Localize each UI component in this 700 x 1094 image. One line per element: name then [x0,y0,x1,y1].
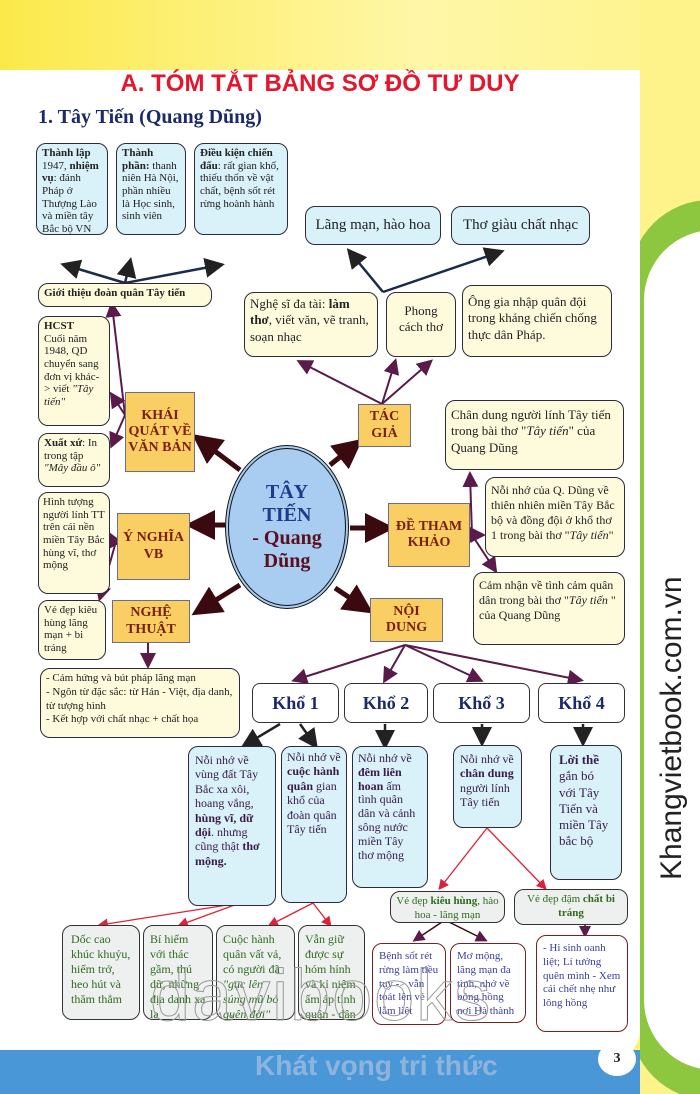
side-decoration [640,0,700,1094]
detail-sacrifice: - Hi sinh oanh liệt; Lí tưởng quên mình … [536,935,628,1032]
stanza-4: Khổ 4 [538,683,625,723]
founding-box: Thành lập 1947, nhiệm vụ: đánh Pháp ở Th… [36,143,108,235]
header-background [0,0,700,70]
list-item: - Kết hợp với chất nhạc + chất họa [46,713,199,726]
branch-art: NGHỆ THUẬT [112,600,190,643]
style-romantic: Lãng mạn, hào hoa [305,206,441,245]
section-title: 1. Tây Tiến (Quang Dũng) [38,106,262,128]
composition-box: Thành phần: thanh niên Hà Nội, phần nhiề… [116,143,186,235]
detail-dreamy: Mơ mộng, lãng mạn đa tình, nhớ về bóng h… [450,943,526,1023]
artist-box: Nghệ sĩ đa tài: làm thơ, viết văn, vẽ tr… [244,292,378,357]
watermark: davibooks [149,956,493,1037]
essay-topic-2: Nỗi nhớ của Q. Dũng về thiên nhiên miền … [485,477,625,557]
detail-march: Cuộc hành quân vất vả, có người đã "gục … [216,925,295,1021]
heroic-beauty-box: Vẻ đẹp kiêu hùng, hào hoa - lãng mạn [390,891,505,923]
detail-humor: Vẫn giữ được sự hóm hỉnh và kỉ niệm ấm á… [298,925,365,1021]
intro-box: Giới thiệu đoàn quân Tây tiến [38,283,212,307]
stanza4-box: Lời thề gắn bó với Tây Tiến và miền Tây … [550,745,622,880]
branch-author: TÁC GIẢ [358,404,411,447]
stanza2-box: Nỗi nhớ về đêm liên hoan ấm tình quân dâ… [352,746,428,888]
origin-box: Xuất xứ: In trong tập "Mây đầu ô" [38,433,110,487]
army-box: Ông gia nhập quân đội trong kháng chiến … [462,285,612,357]
branch-reference: ĐỀ THAM KHẢO [388,503,470,567]
site-url: Khangvietbook.com.vn [655,576,688,880]
beauty-box: Vẻ đẹp kiêu hùng lãng mạn + bi tráng [38,600,106,660]
poetic-style-box: Phong cách thơ [386,292,456,357]
essay-topic-3: Cảm nhận về tình cảm quân dân trong bài … [473,572,625,645]
connector-arrows [60,247,593,942]
stanza-2: Khổ 2 [344,683,428,723]
stanza-1: Khổ 1 [252,683,339,723]
branch-meaning: Ý NGHĨA VB [117,513,190,580]
essay-topic-1: Chân dung người lính Tây tiến trong bài … [445,400,624,470]
watermark-slogan: Khát vọng tri thức [255,1050,498,1081]
detail-malaria: Bệnh sốt rét rừng làm tiều tụy -> vẫn to… [372,943,446,1025]
stanza3-box: Nỗi nhớ về chân dung người lính Tây tiến [453,745,522,828]
conditions-box: Điều kiện chiến đấu: rất gian khổ, thiếu… [194,143,288,235]
list-item: - Ngôn từ đặc sắc: từ Hán - Việt, địa da… [46,685,233,712]
branch-overview: KHÁI QUÁT VỀ VĂN BẢN [125,392,195,472]
page-title: A. TÓM TẮT BẢNG SƠ ĐỒ TƯ DUY [120,70,520,97]
meaning-box: Hình tượng người lính TT trên cái nền mi… [38,492,110,594]
detail-mystery: Bí hiểm với thác gầm, thú dữ, những địa … [143,925,213,1021]
stanza1-landscape: Nỗi nhớ về vùng đất Tây Bắc xa xôi, hoan… [188,746,276,906]
branch-content: NỘI DUNG [370,598,443,642]
footer-background [0,1050,700,1094]
stanza1-march: Nỗi nhớ về cuộc hành quân gian khổ của đ… [281,746,347,903]
list-item: - Cảm hứng và bút pháp lãng mạn [46,672,196,684]
page-number: 3 [598,1042,636,1076]
art-list-box: - Cảm hứng và bút pháp lãng mạn- Ngôn từ… [40,668,240,738]
tragic-beauty-box: Vẻ đẹp đậm chất bi tráng [514,889,628,925]
detail-slopes: Dốc cao khúc khuỷu, hiểm trở, heo hút và… [62,925,140,1020]
style-musical: Thơ giàu chất nhạc [451,206,590,245]
stanza-3: Khổ 3 [433,683,530,723]
